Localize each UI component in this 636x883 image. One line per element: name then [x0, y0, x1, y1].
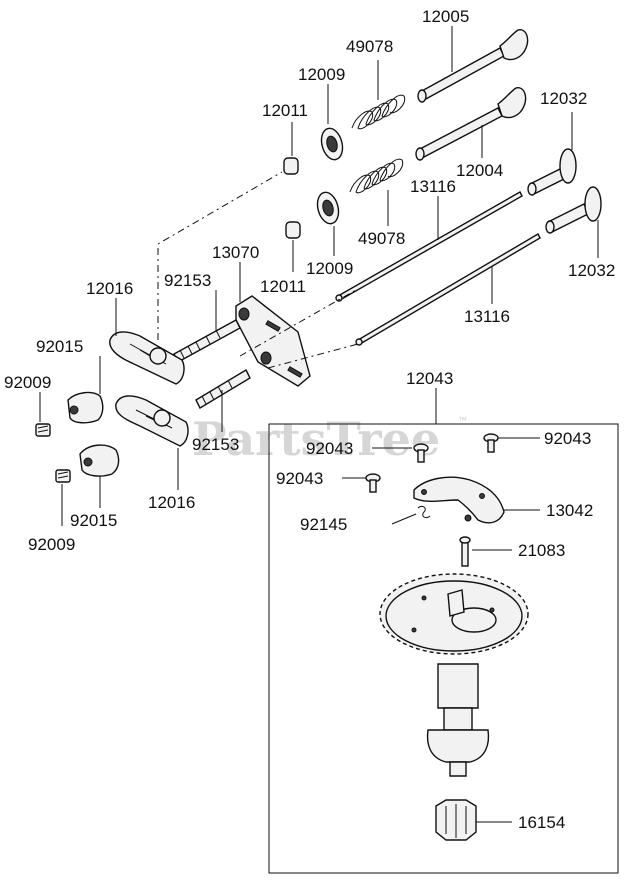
pin-21083[interactable] — [459, 536, 471, 567]
rocker-arm-lower[interactable] — [115, 395, 189, 447]
rocker-plate-13070[interactable] — [235, 295, 311, 387]
valve-spring-upper[interactable] — [351, 94, 406, 130]
label-12005: 12005 — [422, 7, 469, 26]
label-12016b: 12016 — [148, 493, 195, 512]
label-92145: 92145 — [300, 515, 347, 534]
label-49078a: 49078 — [346, 37, 393, 56]
bolt-92043-right[interactable] — [483, 433, 499, 453]
label-12009b: 12009 — [306, 259, 353, 278]
label-13116b: 13116 — [464, 307, 510, 326]
label-12004: 12004 — [456, 161, 503, 180]
valve-keeper-upper[interactable] — [283, 157, 299, 175]
label-92043c: 92043 — [544, 429, 591, 448]
adjust-nut-upper[interactable] — [67, 391, 104, 424]
camshaft-body[interactable] — [426, 663, 490, 777]
spring-retainer-upper[interactable] — [318, 126, 346, 162]
rocker-arm-upper[interactable] — [109, 331, 185, 385]
push-rod-lower[interactable] — [355, 233, 541, 346]
label-12011b: 12011 — [260, 277, 306, 296]
set-screw-upper[interactable] — [35, 423, 51, 437]
label-21083: 21083 — [518, 541, 565, 560]
governor-plate-13042[interactable] — [413, 476, 505, 524]
label-49078b: 49078 — [358, 229, 405, 248]
tappet-lower[interactable] — [545, 186, 602, 234]
label-13042: 13042 — [546, 501, 593, 520]
watermark-tm: ™ — [458, 415, 467, 425]
label-12043: 12043 — [406, 369, 453, 388]
camshaft-group-box — [268, 423, 619, 874]
alignment-line-lower — [267, 343, 359, 369]
valve-12004[interactable] — [415, 87, 527, 161]
watermark-text: PartsTree — [192, 412, 440, 466]
alignment-line-mid — [239, 289, 357, 357]
watermark: PartsTree ™ — [192, 412, 467, 466]
bolt-92043-center[interactable] — [413, 443, 429, 463]
drive-16154[interactable] — [435, 799, 477, 841]
alignment-line-upper — [157, 171, 283, 340]
label-12032a: 12032 — [540, 89, 587, 108]
camshaft-gear-12043[interactable] — [379, 573, 529, 655]
adjust-nut-lower[interactable] — [79, 444, 120, 477]
spring-92145[interactable] — [417, 505, 431, 519]
label-13116a: 13116 — [410, 177, 456, 196]
stud-lower[interactable] — [195, 369, 251, 409]
leader-92145 — [391, 513, 417, 525]
label-16154: 16154 — [518, 813, 565, 832]
part-labels: 12005 49078 12009 12011 12032 12004 1311… — [4, 7, 615, 832]
tappet-upper[interactable] — [527, 148, 577, 196]
spring-retainer-lower[interactable] — [314, 190, 342, 226]
label-92153b: 92153 — [192, 435, 239, 454]
label-92009b: 92009 — [28, 535, 75, 554]
stud-upper[interactable] — [173, 319, 241, 363]
label-12009a: 12009 — [298, 65, 345, 84]
push-rod-upper[interactable] — [335, 191, 523, 302]
label-13070: 13070 — [212, 243, 259, 262]
label-92043b: 92043 — [276, 469, 323, 488]
label-92009a: 92009 — [4, 373, 51, 392]
label-12032b: 12032 — [568, 261, 615, 280]
label-92153a: 92153 — [164, 271, 211, 290]
set-screw-lower[interactable] — [55, 469, 71, 483]
bolt-92043-left[interactable] — [365, 473, 381, 493]
valve-12005[interactable] — [417, 29, 529, 103]
label-92015a: 92015 — [36, 337, 83, 356]
valve-keeper-lower[interactable] — [285, 221, 301, 239]
valve-spring-lower[interactable] — [349, 158, 404, 194]
label-92015b: 92015 — [70, 511, 117, 530]
label-12016a: 12016 — [86, 279, 133, 298]
label-92043a: 92043 — [306, 439, 353, 458]
label-12011a: 12011 — [262, 101, 308, 120]
